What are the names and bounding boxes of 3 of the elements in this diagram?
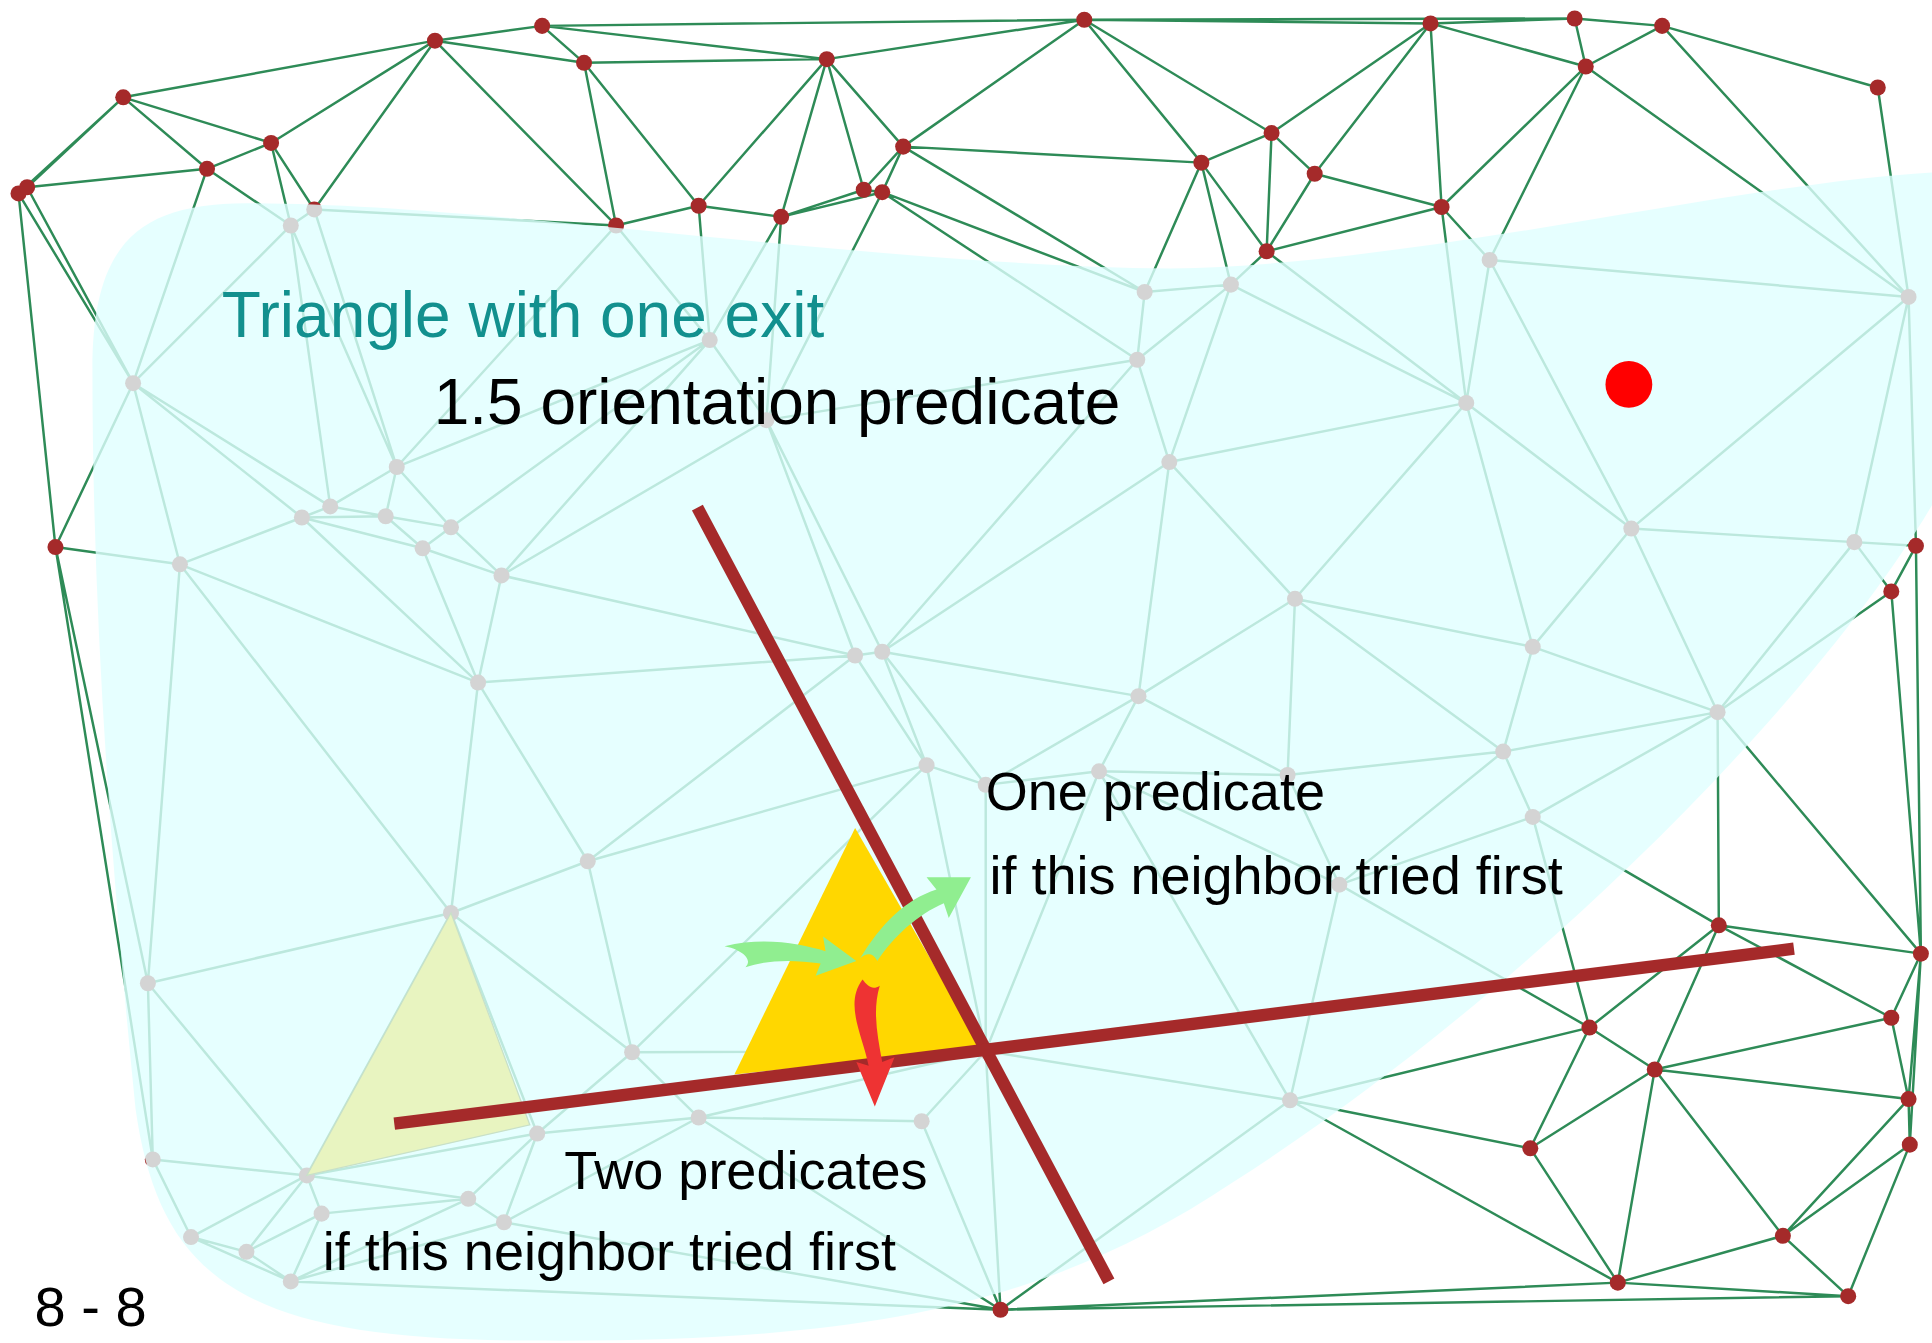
heading: Triangle with one exit xyxy=(221,283,825,348)
slide-number: 8 - 8 xyxy=(34,1278,147,1335)
annotation-text: Two predicates xyxy=(564,1143,928,1198)
